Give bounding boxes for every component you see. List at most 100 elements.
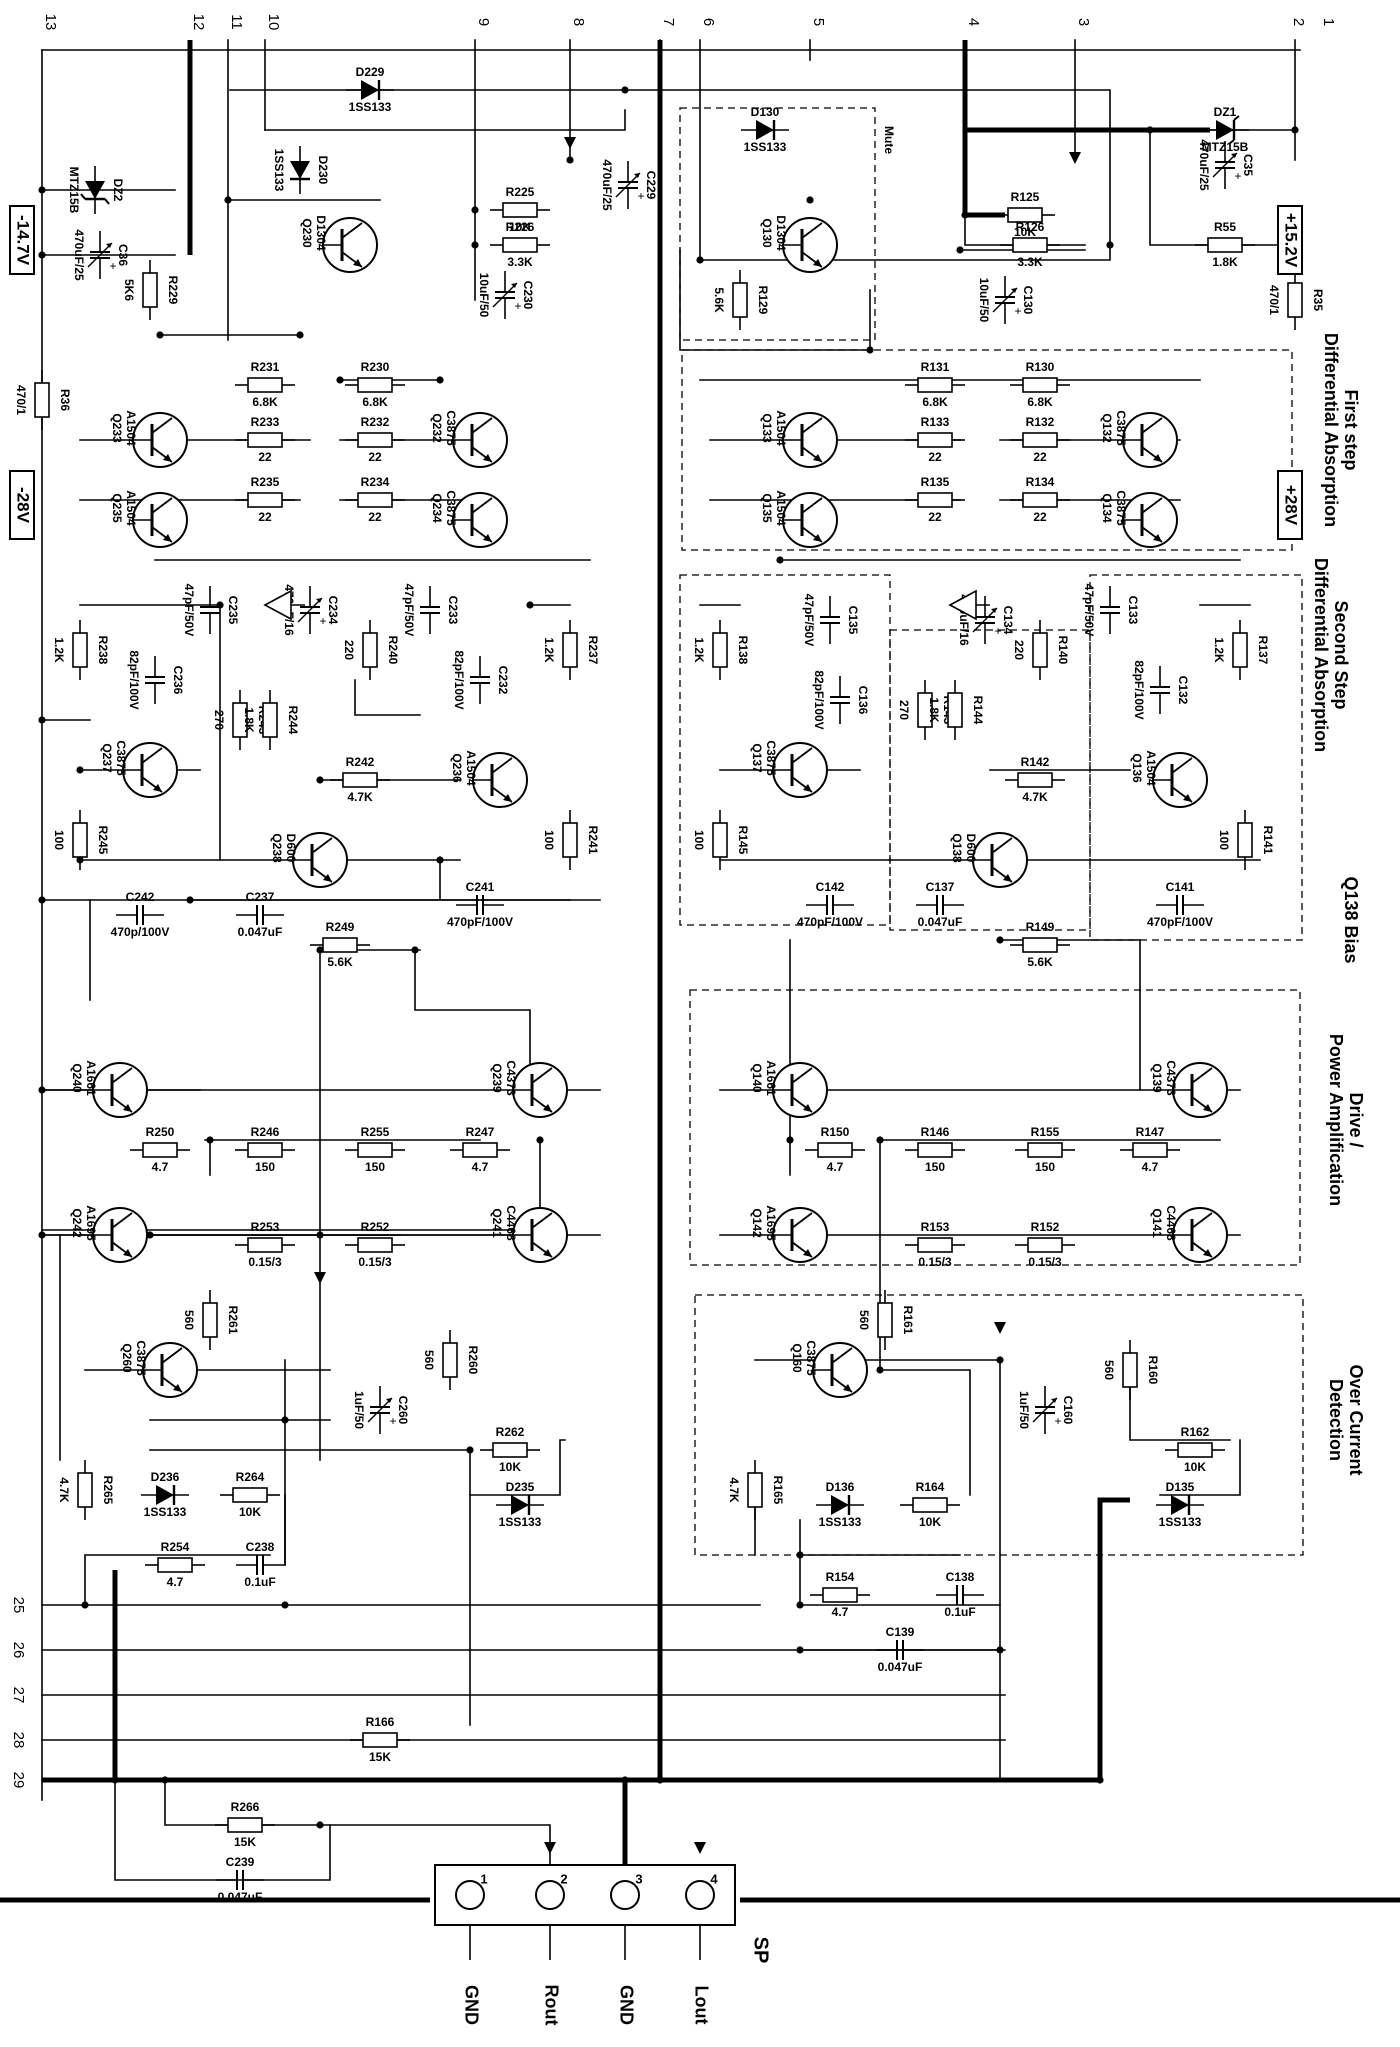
component-value: 0.15/3	[248, 1255, 282, 1269]
component-ref: Q241	[490, 1208, 504, 1238]
component-value: 6.8K	[252, 395, 278, 409]
component-value: 47pF/50V	[182, 584, 196, 637]
component-value: 3.3K	[1017, 255, 1043, 269]
component-ref: Q139	[1150, 1063, 1164, 1093]
wires	[41, 39, 1301, 1881]
component-value: 22	[928, 450, 942, 464]
connector-pin-num: 4	[710, 1871, 718, 1886]
component-ref: C136	[856, 686, 870, 715]
component-value: 0.047uF	[918, 915, 963, 929]
component-ref: R252	[361, 1220, 390, 1234]
component-ref: C229	[644, 171, 658, 200]
component-ref: C142	[816, 880, 845, 894]
component-ref: Q230	[300, 218, 314, 248]
thick-buses	[0, 40, 1400, 1903]
component-ref: R246	[251, 1125, 280, 1139]
component-value: 82pF/100V	[1132, 660, 1146, 719]
component-ref: R250	[146, 1125, 175, 1139]
block-label-text: Mute	[882, 126, 896, 154]
component-value: 0.1uF	[944, 1605, 975, 1619]
component-ref: R247	[466, 1125, 495, 1139]
component-ref: C234	[326, 596, 340, 625]
component-value: 82pF/100V	[452, 650, 466, 709]
component-ref: Q260	[120, 1343, 134, 1373]
component-value: 150	[365, 1160, 385, 1174]
component-ref: R162	[1181, 1425, 1210, 1439]
component-value: 470uF/25	[72, 229, 86, 281]
component-value: 100	[542, 830, 556, 850]
component-value: A1695	[84, 1205, 98, 1241]
rail-label: -14.7V	[14, 215, 33, 266]
block-label-text: Second StepDifferential Absorption	[1311, 558, 1351, 752]
component-ref: C141	[1166, 880, 1195, 894]
component-ref: R142	[1021, 755, 1050, 769]
connector-pin-num: 1	[480, 1871, 487, 1886]
polarity-mark: +	[1234, 169, 1241, 183]
component-value: 10uF/50	[477, 273, 491, 318]
component-value: C3875	[134, 1340, 148, 1376]
polarity-mark: +	[109, 259, 116, 273]
component-ref: D230	[316, 156, 330, 185]
component-value: D1304	[774, 215, 788, 251]
component-ref: R138	[736, 636, 750, 665]
component-value: 150	[1035, 1160, 1055, 1174]
component-value: D600	[284, 834, 298, 863]
component-value: C3875	[444, 490, 458, 526]
component-value: 10K	[509, 220, 531, 234]
component-value: 47pF/50V	[802, 594, 816, 647]
component-ref: R260	[466, 1346, 480, 1375]
component-value: C4373	[504, 1060, 518, 1096]
component-ref: R249	[326, 920, 355, 934]
block-label-text: First stepDifferential Absorption	[1321, 333, 1361, 527]
component-value: 1uF/50	[1017, 1391, 1031, 1429]
component-ref: Q141	[1150, 1208, 1164, 1238]
component-ref: C233	[446, 596, 460, 625]
component-value: 0.15/3	[918, 1255, 952, 1269]
component-value: 10K	[1184, 1460, 1206, 1474]
connector-pin-label: GND	[616, 1985, 636, 2025]
component-value: A1661	[84, 1060, 98, 1096]
component-value: 1.2K	[1212, 637, 1226, 663]
component-ref: R253	[251, 1220, 280, 1234]
component-value: 10uF/50	[977, 278, 991, 323]
component-value: A1661	[764, 1060, 778, 1096]
component-ref: Q234	[430, 493, 444, 523]
component-ref: R155	[1031, 1125, 1060, 1139]
top-pin-4: 4	[965, 18, 982, 26]
component-ref: R265	[101, 1476, 115, 1505]
component-ref: R160	[1146, 1356, 1160, 1385]
component-value: 150	[925, 1160, 945, 1174]
component-ref: R166	[366, 1715, 395, 1729]
component-value: A1504	[464, 750, 478, 786]
component-value: C3875	[444, 410, 458, 446]
component-value: 1.2K	[52, 637, 66, 663]
component-ref: R233	[251, 415, 280, 429]
component-value: 82pF/100V	[812, 670, 826, 729]
component-value: A1504	[124, 490, 138, 526]
component-value: 470pF/100V	[447, 915, 513, 929]
rail-box	[9, 470, 35, 540]
